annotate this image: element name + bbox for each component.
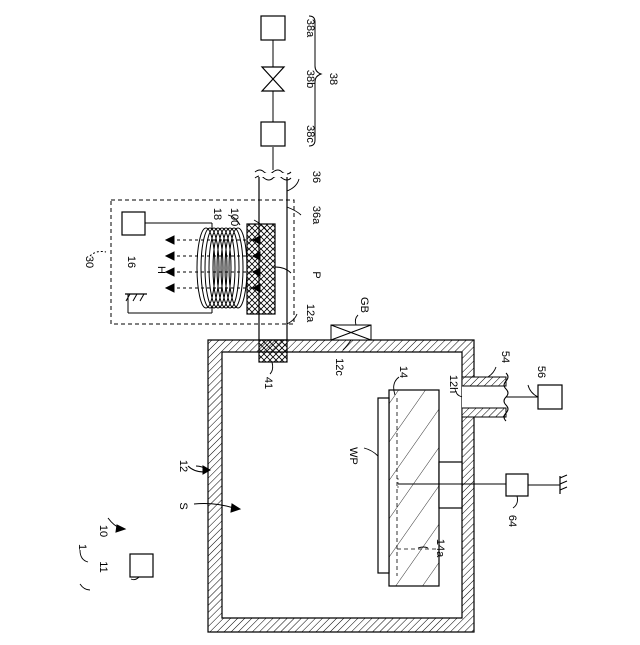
label-41: 41 (262, 377, 274, 389)
label-100: 100 (228, 208, 240, 226)
label-38a: 38a (304, 19, 316, 38)
exhaust-pipe (462, 373, 538, 421)
label-P: P (310, 271, 322, 278)
label-12c: 12c (333, 358, 345, 376)
controller-11-box (130, 554, 153, 577)
label-38b: 38b (304, 70, 316, 88)
label-36: 36 (310, 171, 322, 183)
labels: 38a 38b 38 38c 36 36a 30 16 18 100 H P G… (76, 19, 547, 573)
label-14a: 14a (434, 539, 446, 558)
label-56: 56 (535, 366, 547, 378)
label-38c: 38c (304, 125, 316, 143)
label-12: 12 (177, 460, 189, 472)
pump-56-box (538, 385, 562, 409)
label-10: 10 (97, 525, 109, 537)
label-16: 16 (125, 256, 137, 268)
label-38: 38 (327, 73, 339, 85)
label-12h: 12h (447, 375, 459, 393)
label-18: 18 (211, 208, 223, 220)
label-1: 1 (76, 544, 88, 550)
label-14: 14 (397, 366, 409, 378)
label-11: 11 (97, 561, 109, 572)
label-GB: GB (358, 297, 370, 313)
gate-valve (331, 325, 371, 340)
power-64 (506, 474, 567, 496)
label-54: 54 (499, 351, 511, 363)
label-H: H (155, 266, 167, 274)
label-12a: 12a (304, 304, 316, 323)
label-S: S (177, 502, 189, 509)
plasma-member-100 (247, 224, 275, 314)
label-30: 30 (83, 256, 95, 268)
label-64: 64 (506, 515, 518, 527)
label-36a: 36a (310, 206, 322, 225)
filter-41 (259, 340, 287, 362)
label-WP: WP (347, 447, 359, 465)
